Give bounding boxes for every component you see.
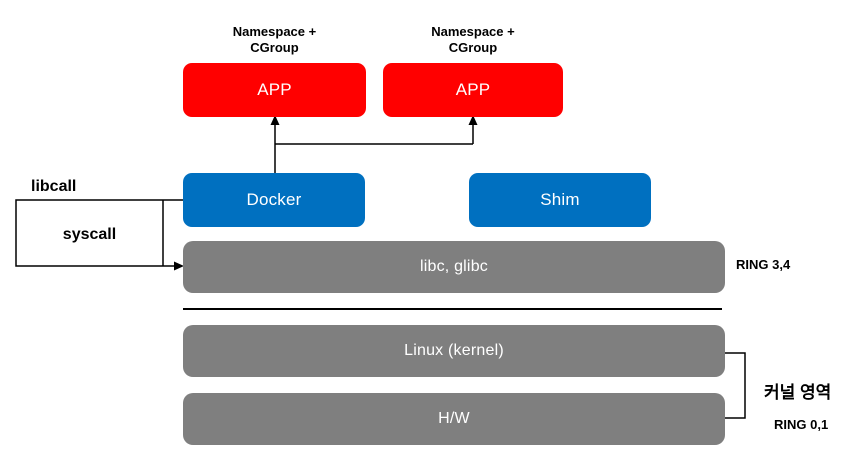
syscall-label: syscall — [62, 226, 117, 243]
app-box-2: APP — [383, 63, 563, 117]
hardware-layer-label: H/W — [438, 410, 470, 427]
libcall-label: libcall — [31, 178, 77, 195]
kernel-area-bracket — [724, 352, 746, 419]
shim-box: Shim — [469, 173, 651, 227]
ring-0-1-label: RING 0,1 — [774, 417, 829, 432]
namespace-cgroup-label-2: Namespace + CGroup — [383, 24, 563, 56]
namespace-cgroup-label-1-line2: CGroup — [250, 40, 299, 55]
docker-box-label: Docker — [246, 190, 302, 209]
app-box-2-label: APP — [455, 80, 491, 99]
namespace-cgroup-label-1-line1: Namespace + — [232, 24, 317, 39]
kernel-area-label: 커널 영역 — [764, 383, 832, 402]
linux-kernel-layer-bar: Linux (kernel) — [183, 325, 725, 377]
linux-kernel-layer-label: Linux (kernel) — [404, 342, 504, 359]
libc-layer-bar: libc, glibc — [183, 241, 725, 293]
hardware-layer-bar: H/W — [183, 393, 725, 445]
shim-box-label: Shim — [540, 190, 580, 209]
libc-layer-label: libc, glibc — [419, 258, 488, 275]
namespace-cgroup-label-2-line2: CGroup — [448, 40, 498, 55]
namespace-cgroup-label-1: Namespace + CGroup — [183, 24, 366, 56]
app-box-1-label: APP — [257, 80, 292, 99]
namespace-cgroup-label-2-line1: Namespace + — [431, 24, 515, 39]
ring-3-4-label: RING 3,4 — [736, 257, 791, 272]
docker-box: Docker — [183, 173, 365, 227]
app-box-1: APP — [183, 63, 366, 117]
